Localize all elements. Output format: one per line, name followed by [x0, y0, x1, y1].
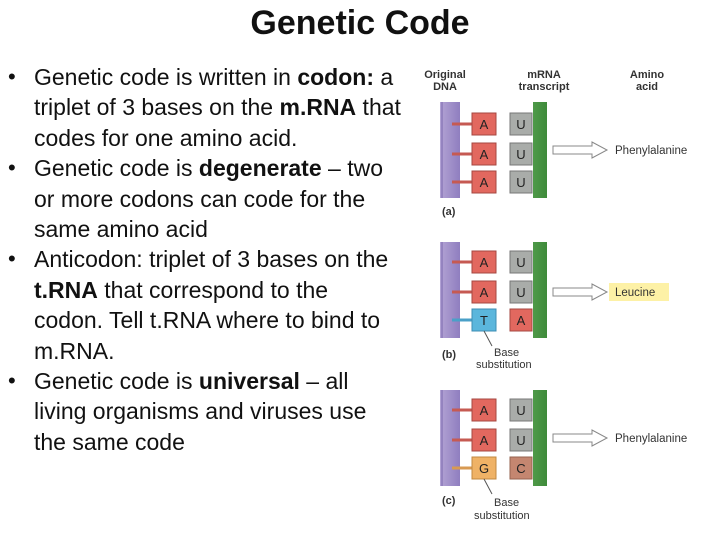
slide-title: Genetic Code [250, 4, 470, 42]
bullet-item: Anticodon: triplet of 3 bases on the t.R… [8, 244, 403, 366]
mrna-base-letter: U [516, 255, 525, 270]
dna-base-letter: A [480, 285, 489, 300]
mrna-backbone [533, 390, 547, 486]
dna-base-letter: A [480, 175, 489, 190]
dna-base-letter: A [480, 255, 489, 270]
bullet-list: Genetic code is written in codon: a trip… [8, 62, 403, 457]
dna-base-letter: A [480, 117, 489, 132]
mrna-base [509, 398, 533, 422]
header-dna-line2: DNA [433, 81, 457, 93]
dna-base [471, 170, 497, 194]
panel-a: A U A U A U Phenylalanine (a) [440, 102, 687, 218]
mrna-base [509, 308, 533, 332]
mrna-base [509, 170, 533, 194]
dna-base [471, 398, 497, 422]
amino-acid-label: Phenylalanine [615, 433, 687, 445]
mrna-base [509, 428, 533, 452]
note-pointer [483, 330, 493, 347]
amino-acid-highlight [609, 283, 669, 301]
bullet-item: Genetic code is written in codon: a trip… [8, 62, 403, 153]
mrna-base-letter: U [516, 285, 525, 300]
note-line2: substitution [476, 359, 532, 371]
header-amino-line1: Amino [630, 69, 665, 81]
dna-base-letter: A [480, 433, 489, 448]
header-amino-line2: acid [636, 81, 658, 93]
dna-backbone [440, 242, 460, 338]
note-pointer [483, 478, 493, 495]
dna-base-letter: A [480, 147, 489, 162]
note-line1: Base [494, 347, 519, 359]
amino-acid-label: Leucine [615, 287, 655, 299]
dna-base [471, 112, 497, 136]
dna-base [471, 250, 497, 274]
panel-b: A U A U T A Base substitution Leucine (b… [440, 242, 669, 371]
dna-backbone [440, 390, 460, 486]
genetic-code-diagram: Original DNA mRNA transcript Amino acid … [424, 69, 687, 522]
amino-acid-label: Phenylalanine [615, 145, 687, 157]
panel-label: (b) [442, 349, 456, 361]
arrow-icon [552, 141, 609, 159]
bullet-item: Genetic code is degenerate – two or more… [8, 153, 403, 244]
mrna-backbone [533, 242, 547, 338]
dna-base-letter: A [480, 403, 489, 418]
mrna-base [509, 250, 533, 274]
dna-base [471, 280, 497, 304]
mrna-base-letter: U [516, 433, 525, 448]
note-line1: Base [494, 497, 519, 509]
bullet-item: Genetic code is universal – all living o… [8, 366, 403, 457]
mrna-base-letter: A [517, 313, 526, 328]
dna-base [471, 142, 497, 166]
panel-c: A U A U G C Base substitution Phenylalan… [440, 390, 687, 522]
dna-base [471, 428, 497, 452]
mrna-base [509, 112, 533, 136]
mrna-base-letter: C [516, 461, 525, 476]
header-mrna-line1: mRNA [527, 69, 561, 81]
mrna-base-letter: U [516, 175, 525, 190]
header-mrna-line2: transcript [519, 81, 570, 93]
note-line2: substitution [474, 510, 530, 522]
mrna-backbone [533, 102, 547, 198]
panel-label: (a) [442, 206, 456, 218]
dna-backbone [440, 102, 460, 198]
mrna-base-letter: U [516, 147, 525, 162]
mrna-base [509, 456, 533, 480]
arrow-icon [552, 429, 609, 447]
arrow-icon [552, 283, 609, 301]
mrna-base [509, 280, 533, 304]
dna-base-letter: T [480, 313, 488, 328]
dna-base-letter: G [479, 461, 489, 476]
mrna-base-letter: U [516, 117, 525, 132]
header-dna-line1: Original [424, 69, 466, 81]
mrna-base-letter: U [516, 403, 525, 418]
panel-label: (c) [442, 495, 456, 507]
mrna-base [509, 142, 533, 166]
